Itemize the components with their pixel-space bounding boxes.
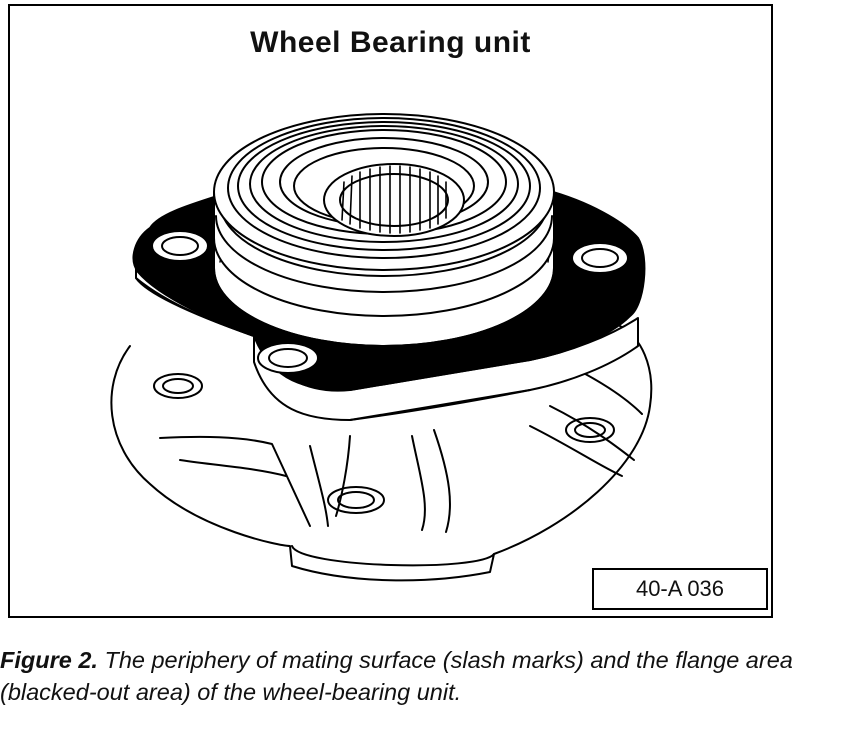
bolt-hole-flange-right	[571, 242, 629, 274]
figure-frame: Wheel Bearing unit	[8, 4, 773, 618]
splined-bore	[323, 163, 465, 237]
bolt-hole-flange-front	[257, 342, 319, 374]
figure-title: Wheel Bearing unit	[250, 26, 531, 59]
bolt-hole-lower-right	[565, 417, 615, 443]
caption-text: The periphery of mating surface (slash m…	[0, 647, 793, 705]
caption-label: Figure 2.	[0, 647, 98, 673]
part-code-label: 40-A 036	[592, 568, 768, 610]
figure-caption: Figure 2. The periphery of mating surfac…	[0, 644, 858, 708]
wheel-bearing-illustration	[110, 113, 653, 582]
bolt-hole-lower-left	[153, 373, 203, 399]
bolt-hole-flange-left	[151, 230, 209, 262]
bolt-hole-lower-center	[327, 486, 385, 514]
